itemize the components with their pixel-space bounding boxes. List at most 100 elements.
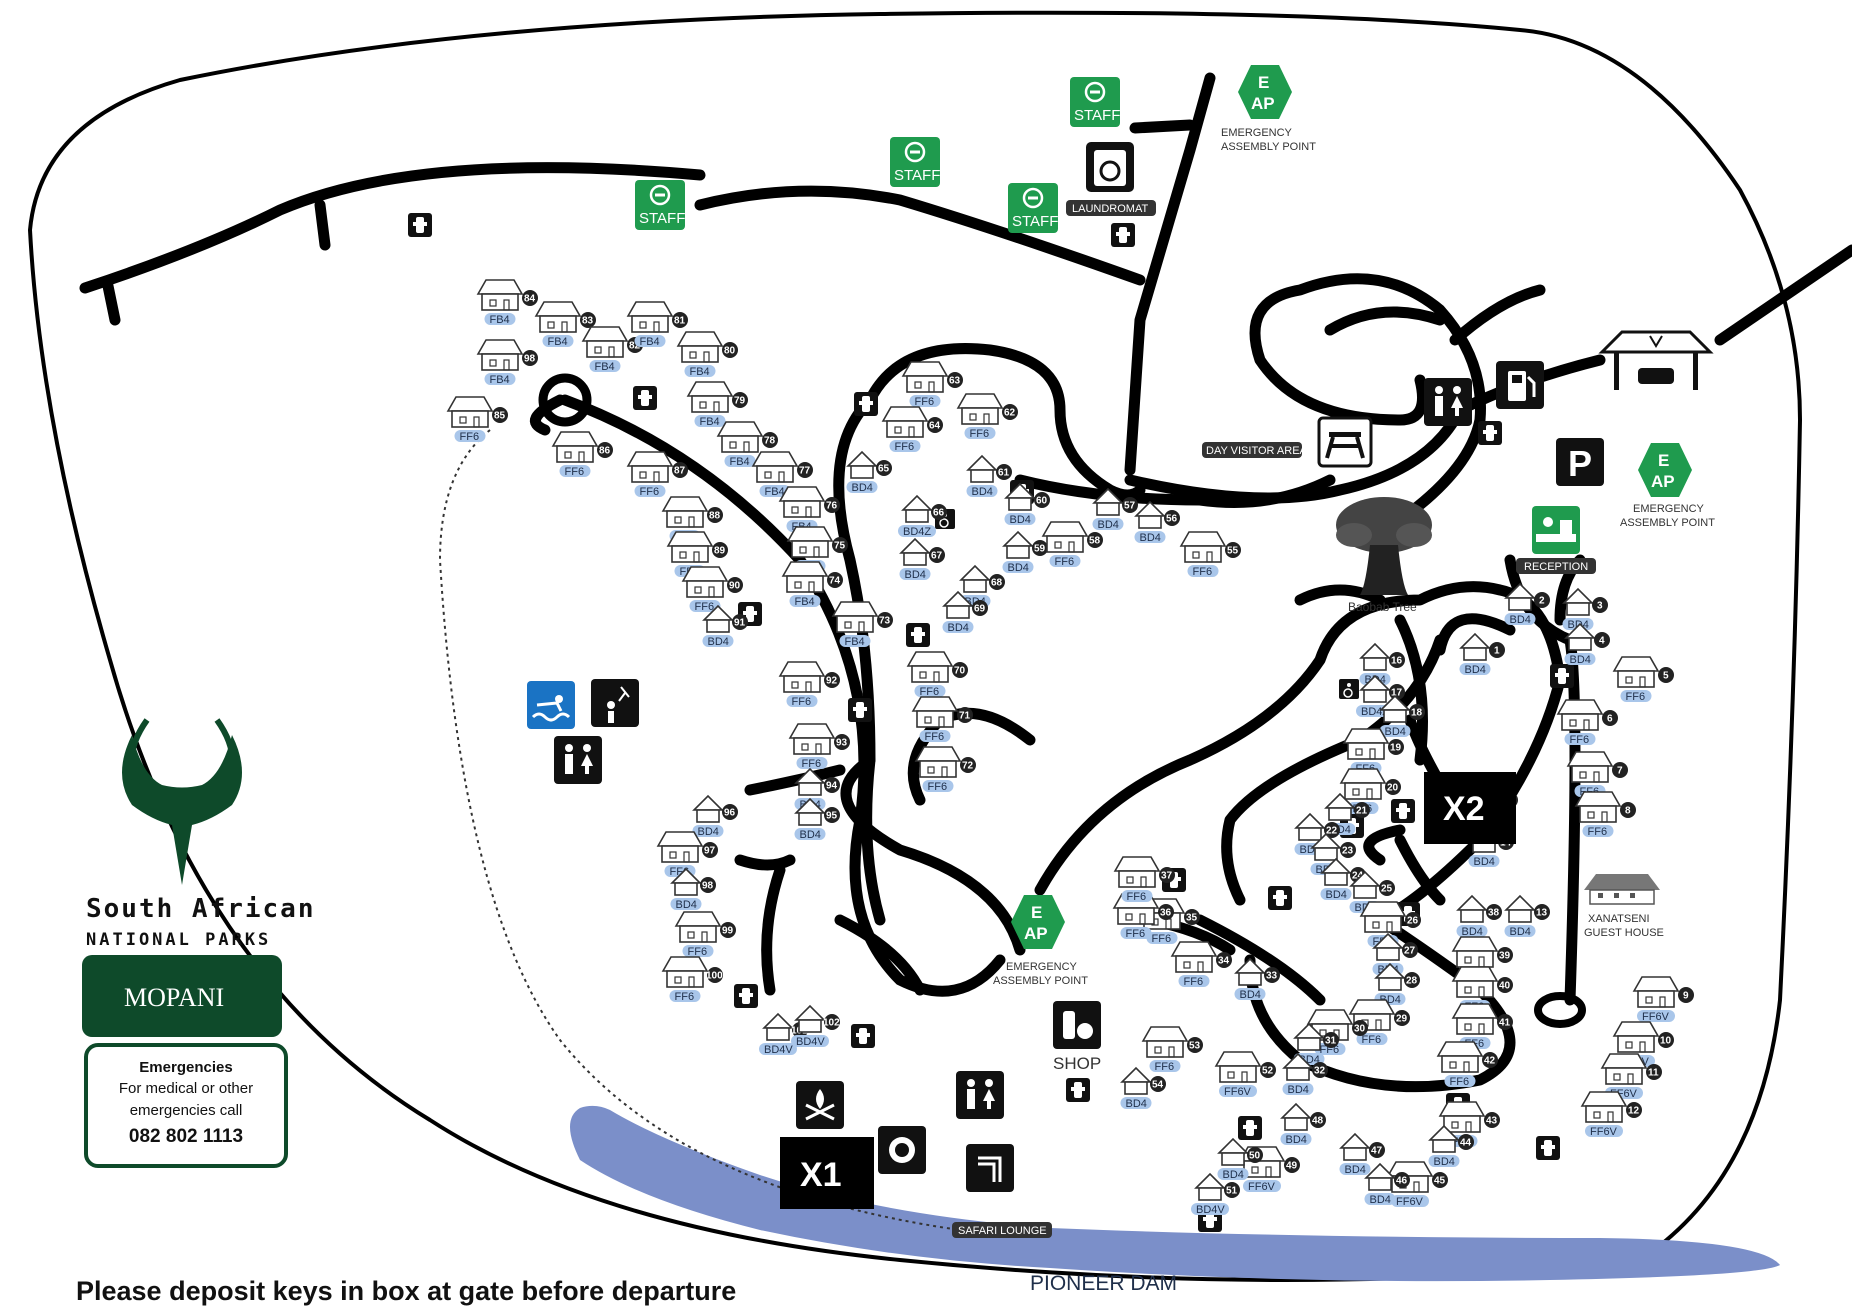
unit-number: 78 <box>764 436 776 447</box>
unit-code: BD4 <box>1570 654 1591 666</box>
unit-code: FF6V <box>1248 1181 1276 1193</box>
unit-number: 5 <box>1663 671 1669 682</box>
unit-number: 4 <box>1599 636 1605 647</box>
unit-number-badge <box>1264 967 1280 983</box>
unit-code-pill <box>1379 725 1411 737</box>
unit-number: 97 <box>704 846 716 857</box>
unit-number-badge <box>1484 1112 1500 1128</box>
unit-code-pill <box>1444 1075 1476 1087</box>
svg-text:EMERGENCY: EMERGENCY <box>1633 503 1705 515</box>
unit-number: 94 <box>826 781 838 792</box>
unit-code: FF6 <box>688 946 708 958</box>
unit-number-badge <box>720 922 736 938</box>
unit-code: FF6 <box>1152 933 1172 945</box>
unit-number-badge <box>1159 867 1175 883</box>
unit-code: BD4 <box>1434 1156 1455 1168</box>
unit-code: FB4 <box>730 456 750 468</box>
unit-number: 68 <box>991 578 1003 589</box>
unit-number-badge <box>952 662 968 678</box>
unit-number: 8 <box>1625 806 1631 817</box>
unit-code: FF6 <box>792 696 812 708</box>
unit-code-pill <box>1585 1125 1623 1137</box>
unit-code: BD4 <box>1240 989 1261 1001</box>
emergency-phone[interactable]: 082 802 1113 <box>128 1126 244 1147</box>
unit-number-badge <box>957 707 973 723</box>
emergency-line-2: emergencies call <box>129 1102 243 1119</box>
svg-text:SHOP: SHOP <box>1053 1054 1101 1073</box>
tap-icon <box>966 1144 1014 1192</box>
unit-number-badge <box>876 460 892 476</box>
unit-code: FB4 <box>548 336 568 348</box>
unit-number: 39 <box>1499 951 1511 962</box>
unit-code-pill <box>839 635 871 647</box>
unit-number-badge <box>824 807 840 823</box>
unit-code-pill <box>1564 733 1596 745</box>
unit-number: 3 <box>1597 601 1603 612</box>
unit-number: 96 <box>724 808 736 819</box>
unit-code: BD4 <box>676 899 697 911</box>
unit-number: 29 <box>1396 1014 1408 1025</box>
unit-number-badge <box>947 372 963 388</box>
unit-number: 76 <box>826 501 838 512</box>
unit-code: FB4 <box>795 596 815 608</box>
unit-code: FF6 <box>1570 734 1590 746</box>
unit-code: BD4V <box>1196 1204 1225 1216</box>
unit-code: FB4 <box>595 361 615 373</box>
unit-number: 91 <box>734 618 746 629</box>
unit-number: 63 <box>949 376 961 387</box>
unit-code: FF6 <box>1193 566 1213 578</box>
unit-number-badge <box>1602 710 1618 726</box>
unit-code: FF6 <box>1127 891 1147 903</box>
unit-code: BD4 <box>1465 664 1486 676</box>
unit-number: 72 <box>962 761 974 772</box>
guest-house-icon: XANATSENI GUEST HOUSE <box>1584 874 1664 939</box>
swimming-pool-icon <box>527 681 575 729</box>
unit-code: FF6V <box>1396 1196 1424 1208</box>
fuel-icon <box>1496 361 1544 409</box>
unit-code-pill <box>1364 1193 1396 1205</box>
unit-code-pill <box>1564 653 1596 665</box>
emergency-line-1: For medical or other <box>118 1080 254 1097</box>
unit-number: 69 <box>974 604 986 615</box>
unit-number: 86 <box>599 446 611 457</box>
unit-number-badge <box>1389 684 1405 700</box>
laundry-icon <box>1086 142 1134 192</box>
unit-number-badge <box>732 392 748 408</box>
unit-number: 22 <box>1326 826 1338 837</box>
unit-number-badge <box>1260 1062 1276 1078</box>
unit-code-pill <box>898 525 936 537</box>
unit-number: 16 <box>1391 656 1403 667</box>
unit-code: FB4 <box>845 636 865 648</box>
unit-code-pill <box>670 898 702 910</box>
road-network <box>79 72 1852 1093</box>
unit-code: FF6 <box>920 686 940 698</box>
unit-number: 84 <box>524 294 536 305</box>
unit-number-badge <box>1482 1052 1498 1068</box>
unit-number-badge <box>1534 904 1550 920</box>
unit-code: FF6 <box>675 991 695 1003</box>
unit-number: 66 <box>933 508 945 519</box>
unit-number: 11 <box>1648 1068 1659 1079</box>
unit-code: BD4 <box>1345 1164 1366 1176</box>
unit-number-badge <box>1409 704 1425 720</box>
unit-number-badge <box>989 574 1005 590</box>
unit-number-badge <box>1032 540 1048 556</box>
svg-text:AP: AP <box>1251 94 1275 113</box>
unit-code-pill <box>791 1035 829 1047</box>
emergency-assembly-point: E AP EMERGENCY ASSEMBLY POINT <box>1221 65 1316 153</box>
unit-number-badge <box>1497 977 1513 993</box>
unit-number-badge <box>1158 904 1174 920</box>
unit-code: FB4 <box>490 374 510 386</box>
unit-code: BD4 <box>800 829 821 841</box>
unit-number: 80 <box>724 346 736 357</box>
